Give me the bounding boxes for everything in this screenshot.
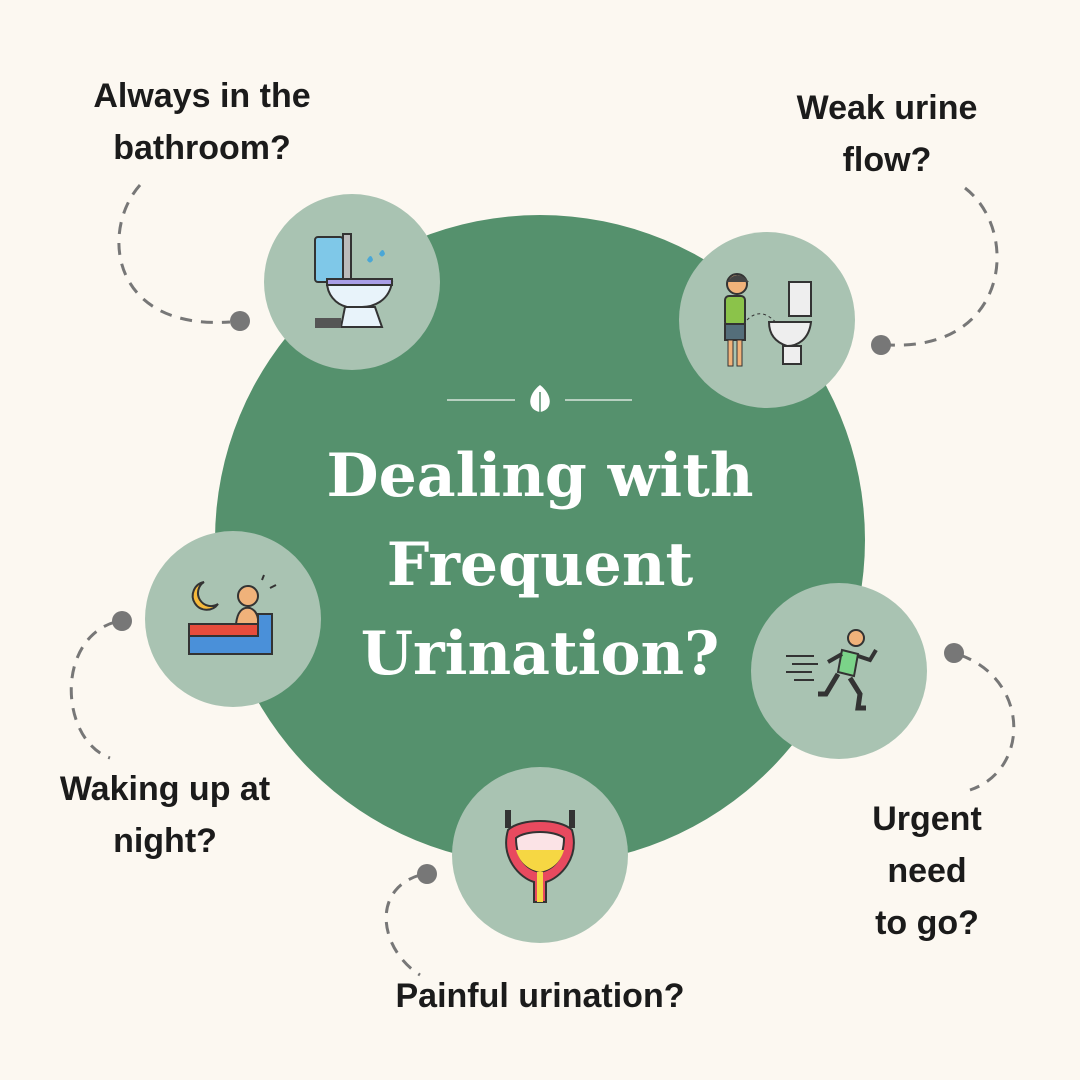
symptom-label-urgent: Urgent need to go? xyxy=(872,800,982,942)
bed-night-icon xyxy=(187,574,276,655)
weak-flow-circle xyxy=(679,232,855,408)
night-circle xyxy=(145,531,321,707)
running-person-icon xyxy=(786,629,878,711)
leaf-ornament xyxy=(447,385,632,412)
painful-circle xyxy=(452,767,628,943)
bladder-icon xyxy=(505,809,575,903)
main-title: Dealing with Frequent Urination? xyxy=(326,441,754,689)
toilet-circle xyxy=(264,194,440,370)
symptom-label-painful: Painful urination? xyxy=(395,977,685,1015)
symptom-label-bathroom: Always in the bathroom? xyxy=(93,77,311,167)
boy-urinating-icon xyxy=(724,273,813,367)
toilet-icon xyxy=(314,233,394,328)
symptom-label-weak-flow: Weak urine flow? xyxy=(796,89,978,179)
symptom-label-night: Waking up at night? xyxy=(59,770,271,860)
urgent-circle xyxy=(751,583,927,759)
